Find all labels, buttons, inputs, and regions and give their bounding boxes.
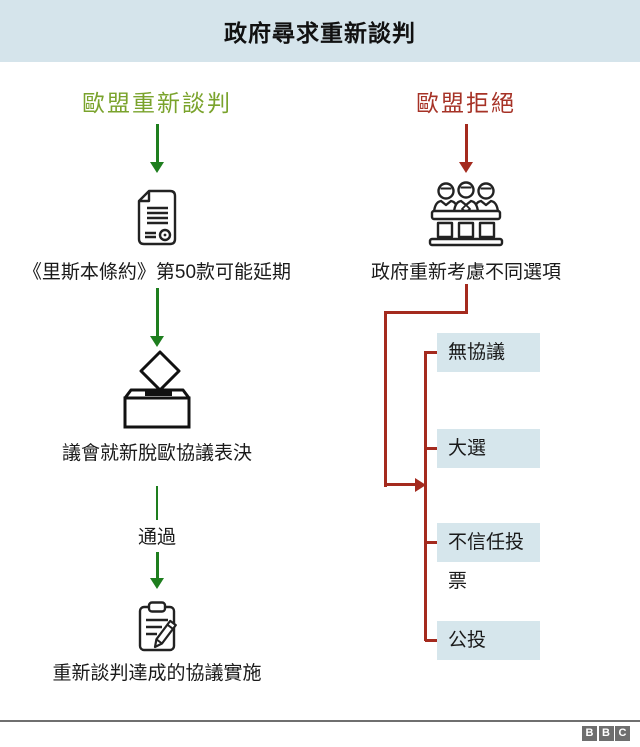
green-line-thin xyxy=(156,486,158,520)
green-arrow-line-3 xyxy=(155,552,159,578)
right-step1-caption: 政府重新考慮不同選項 xyxy=(370,262,561,283)
green-arrowhead-2 xyxy=(150,336,164,347)
left-branch-label: 歐盟重新談判 xyxy=(82,90,232,116)
red-stub-3 xyxy=(425,541,437,544)
green-arrowhead-1 xyxy=(150,162,164,173)
red-arrow-line-1 xyxy=(464,124,468,162)
green-arrow-line-2 xyxy=(155,288,159,336)
red-arrowhead-1 xyxy=(459,162,473,173)
green-arrow-line-1 xyxy=(155,124,159,162)
footer-divider xyxy=(0,720,640,722)
bbc-logo-block: C xyxy=(615,726,630,741)
clipboard-pencil-icon xyxy=(138,601,177,652)
green-arrowhead-3 xyxy=(150,578,164,589)
pass-label: 通過 xyxy=(137,527,176,548)
header-bar: 政府尋求重新談判 xyxy=(0,0,640,62)
bbc-logo-block: B xyxy=(582,726,597,741)
document-icon xyxy=(137,189,177,246)
red-arrowhead-right xyxy=(415,477,426,492)
left-step1-caption: 《里斯本條約》第50款可能延期 xyxy=(22,262,292,283)
right-branch-label: 歐盟拒絕 xyxy=(416,90,516,116)
red-connector-h2 xyxy=(383,483,416,486)
option-box-no-confidence: 不信任投票 xyxy=(437,523,540,592)
left-step3-caption: 重新談判達成的協議實施 xyxy=(52,663,262,684)
red-stub-4 xyxy=(425,638,437,642)
red-connector-h1 xyxy=(383,310,468,314)
bbc-logo-block: B xyxy=(598,726,614,741)
option-box-no-deal: 無協議 xyxy=(437,333,540,372)
red-stub-1 xyxy=(425,351,437,354)
left-step2-caption: 議會就新脫歐協議表決 xyxy=(61,443,252,464)
red-trunk-line xyxy=(423,351,427,641)
ballot-box-icon xyxy=(123,350,191,429)
committee-panel-icon xyxy=(428,181,504,247)
option-box-referendum: 公投 xyxy=(437,620,540,660)
option-box-election: 大選 xyxy=(437,428,540,468)
bbc-logo: B B C xyxy=(582,726,630,741)
red-connector-v2 xyxy=(383,310,387,487)
red-connector-v1 xyxy=(464,284,468,313)
red-stub-2 xyxy=(425,446,437,450)
page-title: 政府尋求重新談判 xyxy=(224,20,416,46)
